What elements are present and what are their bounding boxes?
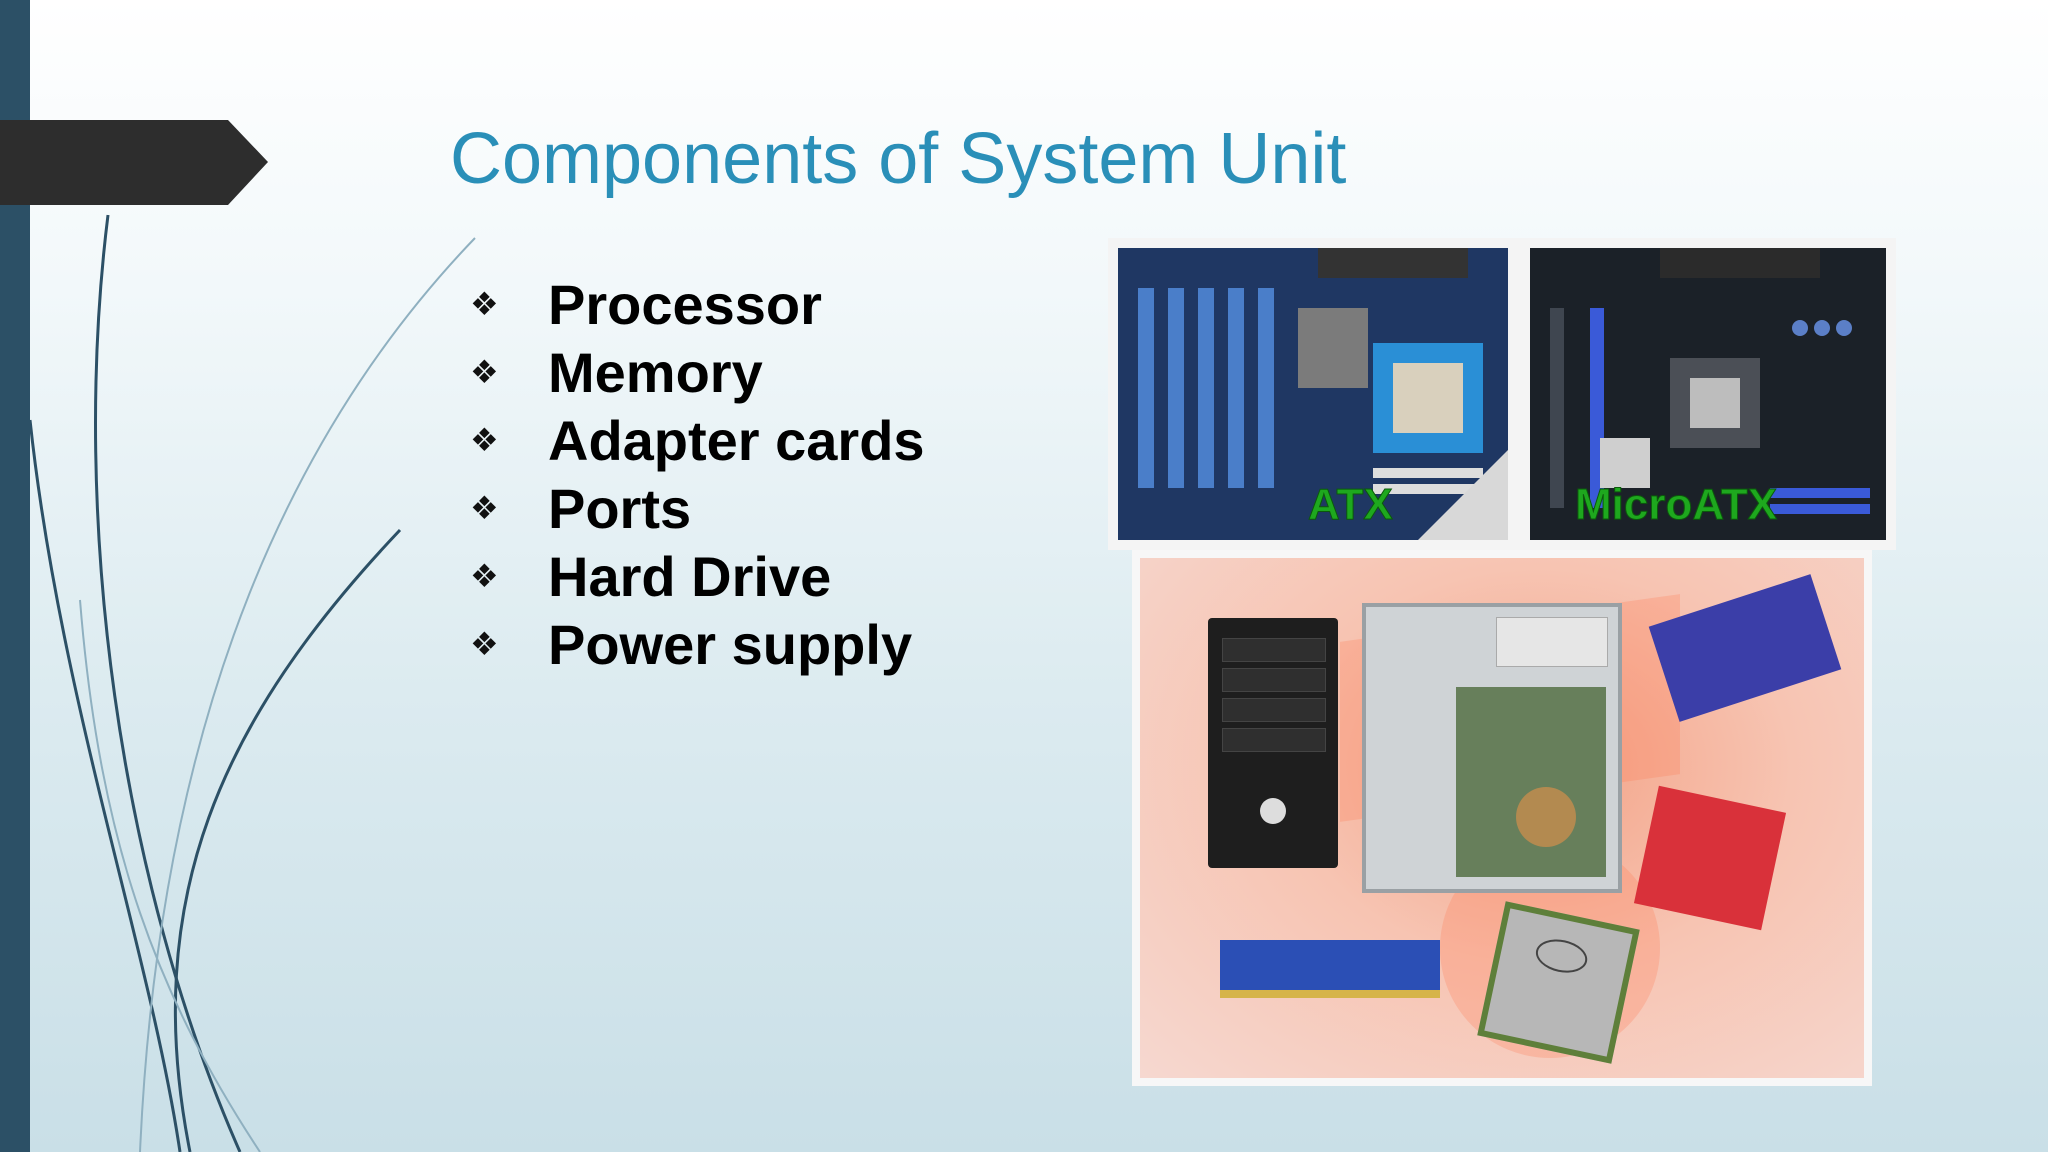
decorative-curves — [28, 214, 476, 1152]
microatx-label: MicroATX — [1574, 480, 1778, 530]
video-card-image — [1633, 785, 1787, 931]
component-bullet-list: ❖ Processor ❖ Memory ❖ Adapter cards ❖ P… — [470, 270, 925, 678]
drive-bay — [1222, 728, 1326, 752]
bullet-label: Power supply — [548, 612, 913, 676]
four-diamond-bullet-icon: ❖ — [470, 626, 499, 662]
internal-board-image — [1456, 687, 1606, 877]
microatx-board-illustration — [1550, 248, 1870, 514]
cpu-fan-image — [1516, 787, 1576, 847]
bullet-item: ❖ Hard Drive — [470, 542, 925, 610]
drive-bay — [1222, 638, 1326, 662]
drive-bay — [1222, 698, 1326, 722]
bullet-item: ❖ Power supply — [470, 610, 925, 678]
power-supply-image — [1496, 617, 1608, 667]
page-curl-decoration — [1418, 450, 1508, 540]
bullet-item: ❖ Adapter cards — [470, 406, 925, 474]
four-diamond-bullet-icon: ❖ — [470, 490, 499, 526]
system-unit-components-image — [1132, 550, 1872, 1086]
four-diamond-bullet-icon: ❖ — [470, 422, 499, 458]
atx-board-illustration — [1138, 248, 1483, 494]
motherboard-images: ATX MicroATX — [1108, 238, 1896, 550]
open-case-image — [1362, 603, 1622, 893]
four-diamond-bullet-icon: ❖ — [470, 558, 499, 594]
memory-module-image — [1220, 940, 1440, 998]
pc-tower-image — [1208, 618, 1338, 868]
bullet-label: Hard Drive — [548, 544, 832, 608]
four-diamond-bullet-icon: ❖ — [470, 286, 499, 322]
power-button-icon — [1260, 798, 1286, 824]
bullet-item: ❖ Processor — [470, 270, 925, 338]
bullet-label: Ports — [548, 476, 692, 540]
four-diamond-bullet-icon: ❖ — [470, 354, 499, 390]
bullet-label: Processor — [548, 272, 822, 336]
processor-image — [1477, 901, 1640, 1064]
microatx-motherboard-image: MicroATX — [1530, 248, 1886, 540]
bullet-label: Adapter cards — [548, 408, 925, 472]
atx-label: ATX — [1308, 480, 1394, 530]
title-accent-arrow — [0, 120, 268, 205]
atx-motherboard-image: ATX — [1118, 248, 1508, 540]
drive-bay — [1222, 668, 1326, 692]
slide-title: Components of System Unit — [450, 119, 1347, 199]
bullet-label: Memory — [548, 340, 763, 404]
bullet-item: ❖ Ports — [470, 474, 925, 542]
bullet-item: ❖ Memory — [470, 338, 925, 406]
intel-logo-icon — [1532, 935, 1591, 978]
